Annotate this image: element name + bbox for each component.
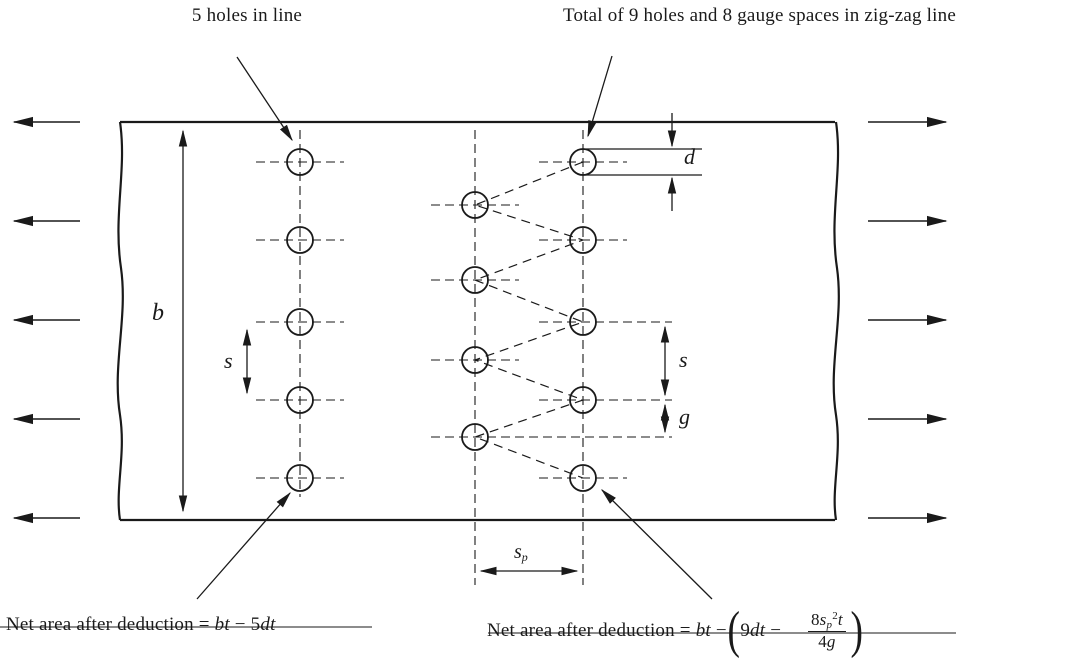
zigzag-path-line <box>473 161 585 479</box>
zigzag-centerlines <box>431 130 672 585</box>
dimension-s-inline-label: s <box>224 348 233 373</box>
fraction-denominator: 4g <box>818 630 835 651</box>
bolt-hole <box>286 308 314 336</box>
leader-arrow-bottom-right <box>600 489 713 600</box>
bolt-hole <box>569 148 597 176</box>
plate-right-broken-edge <box>832 121 840 521</box>
fraction-numerator: 8sp2t <box>807 610 846 633</box>
inline-column-centerlines <box>256 130 344 497</box>
formula-term-dt: dt <box>750 620 766 641</box>
denominator-coefficient: 4 <box>818 632 827 652</box>
formula-prefix: Net area after deduction = <box>487 620 691 641</box>
formula-coefficient: 5 <box>250 614 261 635</box>
right-load-arrows <box>868 116 948 524</box>
bolt-hole <box>569 386 597 414</box>
bolt-hole <box>461 266 489 294</box>
bolt-hole <box>569 464 597 492</box>
formula-coefficient: 9 <box>740 620 751 641</box>
formula-term-bt: bt <box>695 620 711 641</box>
formula-minus: − <box>770 620 782 641</box>
annotation-zigzag-holes: Total of 9 holes and 8 gauge spaces in z… <box>563 5 956 26</box>
dimension-g-label: g <box>679 404 690 429</box>
denominator-g: g <box>826 632 836 652</box>
bolt-hole <box>286 464 314 492</box>
numerator-t: t <box>837 610 843 630</box>
plate-outline <box>116 120 840 522</box>
zigzag-holes <box>461 148 597 492</box>
formula-minus: − <box>229 614 251 635</box>
left-load-arrows <box>12 116 80 524</box>
formula-term-bt: bt <box>214 614 230 635</box>
dimension-b-label: b <box>152 300 164 326</box>
numerator-subscript-p: p <box>826 619 833 632</box>
formula-net-area-inline: Net area after deduction = bt − 5dt <box>6 614 276 636</box>
leader-arrow-bottom-left <box>196 491 291 600</box>
bolt-hole <box>286 386 314 414</box>
leader-arrow-top-right <box>587 55 613 138</box>
dimension-sp-label: sp <box>514 541 528 565</box>
numerator-s: s <box>819 610 827 630</box>
sp-base: s <box>514 541 522 563</box>
bolt-hole <box>286 148 314 176</box>
leader-arrow-top-left <box>236 56 293 142</box>
numerator-coefficient: 8 <box>810 610 820 630</box>
bolt-hole <box>461 346 489 374</box>
dimension-d-label: d <box>684 144 695 169</box>
sp-subscript: p <box>521 550 528 564</box>
strike-lines <box>0 626 956 634</box>
formula-term-dt: dt <box>260 614 276 635</box>
dimension-s-zigzag-label: s <box>679 347 688 372</box>
open-paren: ( <box>727 602 740 659</box>
formula-fraction: 8sp2t 4g <box>790 591 846 671</box>
bolt-hole <box>569 308 597 336</box>
bolt-hole <box>461 191 489 219</box>
close-paren: ) <box>850 602 863 659</box>
plate-left-broken-edge <box>116 121 124 521</box>
bolt-hole <box>286 226 314 254</box>
bolt-hole <box>569 226 597 254</box>
numerator-superscript-2: 2 <box>832 610 838 623</box>
leader-arrows <box>196 55 713 600</box>
dimension-d-group <box>586 113 702 211</box>
annotation-5-holes-in-line: 5 holes in line <box>191 5 303 26</box>
formula-prefix: Net area after deduction = <box>6 614 215 635</box>
formula-minus: − <box>715 620 727 641</box>
inline-holes <box>286 148 314 492</box>
bolt-hole <box>461 423 489 451</box>
